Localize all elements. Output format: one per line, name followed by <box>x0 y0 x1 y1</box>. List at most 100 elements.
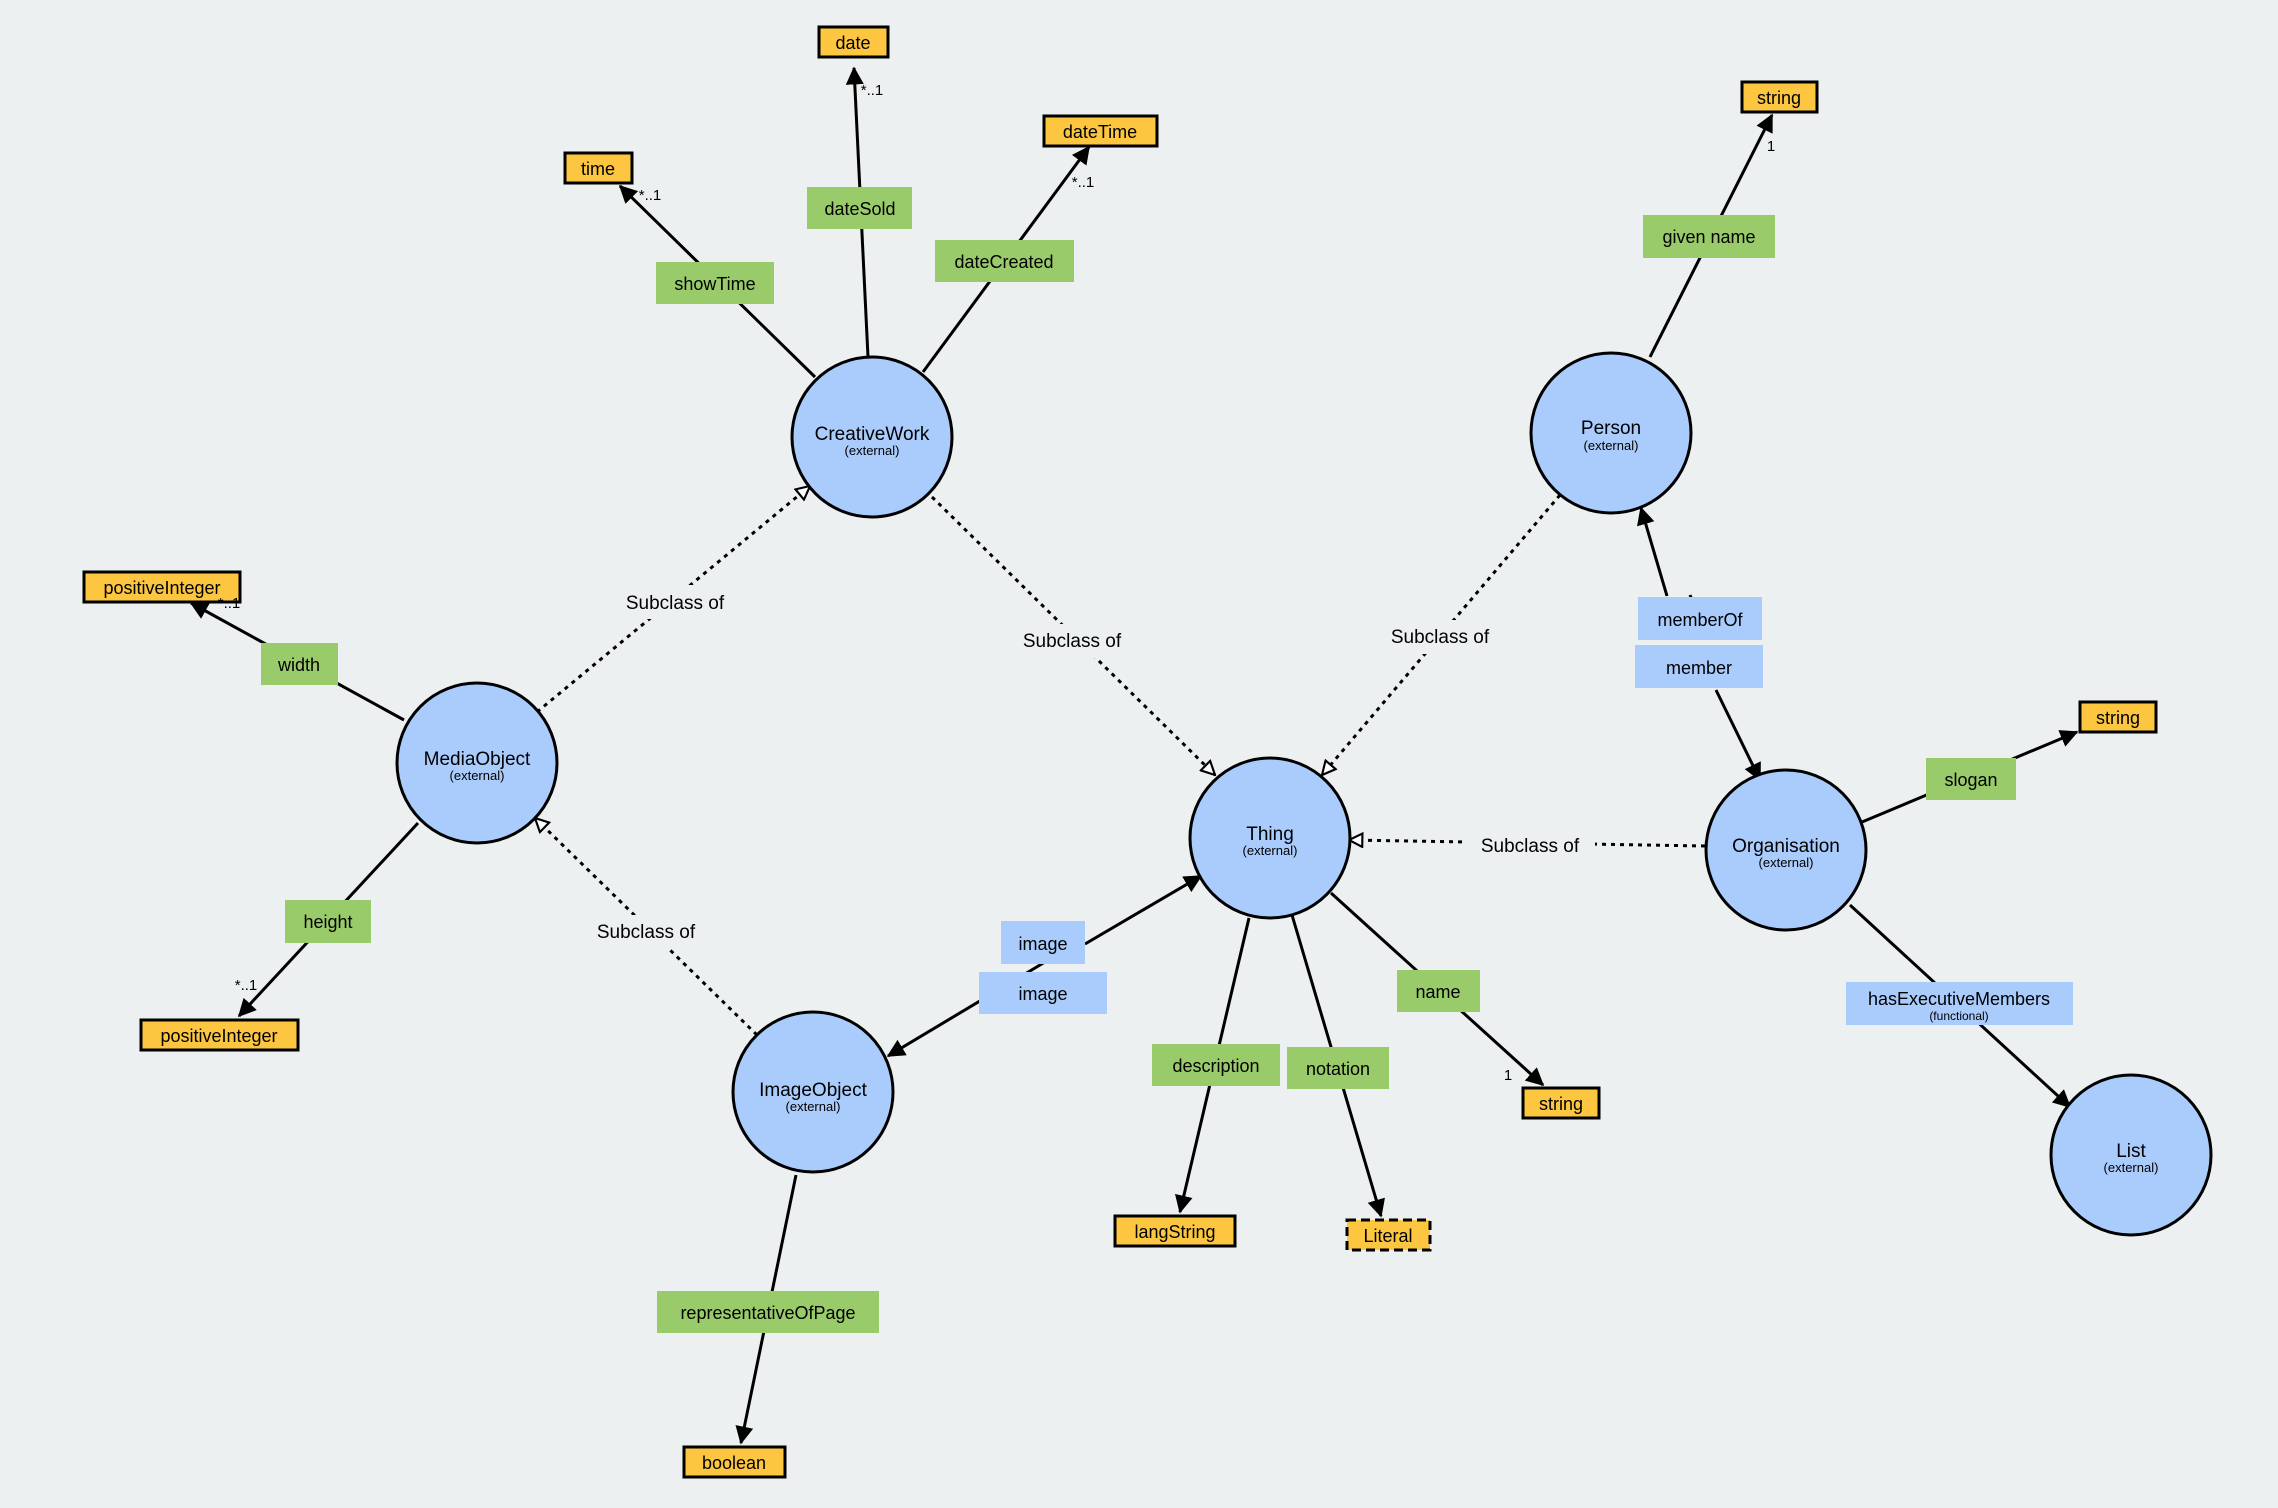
property-label-height: height <box>303 912 352 932</box>
datatype-label-langstring: langString <box>1134 1222 1215 1242</box>
property-showtime[interactable]: showTime <box>656 262 774 304</box>
property-label-datecreated: dateCreated <box>954 252 1053 272</box>
property-label-name: name <box>1415 982 1460 1002</box>
class-note-organisation: (external) <box>1759 855 1814 870</box>
property-label-image-2: image <box>1018 984 1067 1004</box>
subclass-edges <box>535 486 1706 1037</box>
property-label-description: description <box>1172 1056 1259 1076</box>
subclass-label-person-thing: Subclass of <box>1391 627 1490 648</box>
datatype-label-string-name: string <box>1539 1094 1583 1114</box>
class-name-person: Person <box>1581 418 1641 439</box>
subclass-label-org-thing: Subclass of <box>1481 836 1580 857</box>
property-slogan[interactable]: slogan <box>1926 758 2016 800</box>
property-representativeofpage[interactable]: representativeOfPage <box>657 1291 879 1333</box>
cardinality-positiveinteger-height: *..1 <box>235 977 258 994</box>
property-label-slogan: slogan <box>1944 770 1997 790</box>
subclass-labels: Subclass of Subclass of Subclass of Subc… <box>581 585 1595 949</box>
class-name-creativework: CreativeWork <box>815 424 930 445</box>
class-note-imageobject: (external) <box>786 1099 841 1114</box>
class-thing[interactable]: Thing (external) <box>1188 756 1352 920</box>
datatype-label-boolean: boolean <box>702 1453 766 1473</box>
class-note-creativework: (external) <box>845 443 900 458</box>
property-member[interactable]: member <box>1635 645 1763 688</box>
datatype-date[interactable]: date <box>817 25 890 59</box>
property-width[interactable]: width <box>261 643 338 685</box>
class-creativework[interactable]: CreativeWork (external) <box>790 355 954 519</box>
edge-image-to-thing <box>1084 874 1203 946</box>
datatype-label-datetime: dateTime <box>1063 122 1137 142</box>
class-note-list: (external) <box>2104 1160 2159 1175</box>
subclass-label-image-media: Subclass of <box>597 922 696 943</box>
property-label-width: width <box>277 655 320 675</box>
cardinalities: *..1 *..1 *..1 1 *..1 *..1 1 <box>218 82 1775 1084</box>
datatype-label-literal: Literal <box>1363 1226 1412 1246</box>
property-givenname[interactable]: given name <box>1643 215 1775 258</box>
class-name-organisation: Organisation <box>1732 836 1840 857</box>
property-notation[interactable]: notation <box>1287 1047 1389 1089</box>
cardinality-date: *..1 <box>861 82 884 99</box>
datatype-label-string-slogan: string <box>2096 708 2140 728</box>
datatype-boolean[interactable]: boolean <box>682 1445 787 1479</box>
property-height[interactable]: height <box>285 900 371 943</box>
cardinality-datetime: *..1 <box>1072 174 1095 191</box>
datatype-positiveinteger-height[interactable]: positiveInteger <box>139 1018 300 1052</box>
property-hasexecutivemembers[interactable]: hasExecutiveMembers (functional) <box>1846 982 2073 1025</box>
classes: CreativeWork (external) Person (external… <box>395 351 2213 1237</box>
object-properties: memberOf member image image hasExecutive… <box>979 597 2073 1025</box>
property-label-member: member <box>1666 658 1732 678</box>
property-datecreated[interactable]: dateCreated <box>935 240 1074 282</box>
edge-memberof <box>1637 506 1669 597</box>
property-datesold[interactable]: dateSold <box>807 187 912 229</box>
datatype-time[interactable]: time <box>563 151 634 185</box>
datatype-string-name[interactable]: string <box>1521 1086 1601 1120</box>
edge-member <box>1714 689 1762 782</box>
datatype-string-slogan[interactable]: string <box>2078 700 2158 734</box>
class-note-person: (external) <box>1584 438 1639 453</box>
datatype-positiveinteger-width[interactable]: positiveInteger <box>82 570 242 604</box>
property-name[interactable]: name <box>1397 970 1480 1012</box>
class-person[interactable]: Person (external) <box>1529 351 1693 515</box>
property-label-datesold: dateSold <box>824 199 895 219</box>
property-description[interactable]: description <box>1152 1044 1280 1086</box>
property-label-hasexecutivemembers: hasExecutiveMembers <box>1868 989 2050 1009</box>
datatype-label-date: date <box>835 33 870 53</box>
class-name-imageobject: ImageObject <box>759 1080 867 1101</box>
class-note-mediaobject: (external) <box>450 768 505 783</box>
cardinality-time: *..1 <box>639 187 662 204</box>
datatype-label-positiveinteger-width: positiveInteger <box>103 578 220 598</box>
datatype-literal[interactable]: Literal <box>1345 1218 1432 1252</box>
cardinality-string-person: 1 <box>1767 138 1775 155</box>
datatype-label-positiveinteger-height: positiveInteger <box>160 1026 277 1046</box>
property-label-representativeofpage: representativeOfPage <box>680 1303 855 1323</box>
property-label-memberof: memberOf <box>1657 610 1743 630</box>
property-image-2[interactable]: image <box>979 972 1107 1014</box>
datatype-label-time: time <box>581 159 615 179</box>
property-label-image-1: image <box>1018 934 1067 954</box>
property-note-hasexecutivemembers: (functional) <box>1929 1009 1988 1023</box>
class-list[interactable]: List (external) <box>2049 1073 2213 1237</box>
class-imageobject[interactable]: ImageObject (external) <box>731 1010 895 1174</box>
property-label-notation: notation <box>1306 1059 1370 1079</box>
cardinality-positiveinteger-width: *..1 <box>218 595 241 612</box>
datatype-langstring[interactable]: langString <box>1113 1214 1237 1248</box>
property-label-givenname: given name <box>1662 227 1755 247</box>
property-image-1[interactable]: image <box>1001 921 1085 964</box>
datatype-properties: dateSold showTime dateCreated given name… <box>261 187 2016 1333</box>
datatypes: date time dateTime string positiveIntege… <box>82 25 2158 1479</box>
datatype-datetime[interactable]: dateTime <box>1042 114 1159 148</box>
datatype-label-string-person: string <box>1757 88 1801 108</box>
datatype-string-person[interactable]: string <box>1740 80 1819 114</box>
subclass-label-creative-thing: Subclass of <box>1023 631 1122 652</box>
property-memberof[interactable]: memberOf <box>1638 597 1762 640</box>
cardinality-string-name: 1 <box>1504 1067 1512 1084</box>
subclass-label-media-creative: Subclass of <box>626 593 725 614</box>
property-label-showtime: showTime <box>674 274 755 294</box>
class-organisation[interactable]: Organisation (external) <box>1704 768 1868 932</box>
class-note-thing: (external) <box>1243 843 1298 858</box>
class-name-list: List <box>2116 1141 2146 1162</box>
class-name-mediaobject: MediaObject <box>424 749 531 770</box>
class-name-thing: Thing <box>1246 824 1294 845</box>
class-mediaobject[interactable]: MediaObject (external) <box>395 681 559 845</box>
